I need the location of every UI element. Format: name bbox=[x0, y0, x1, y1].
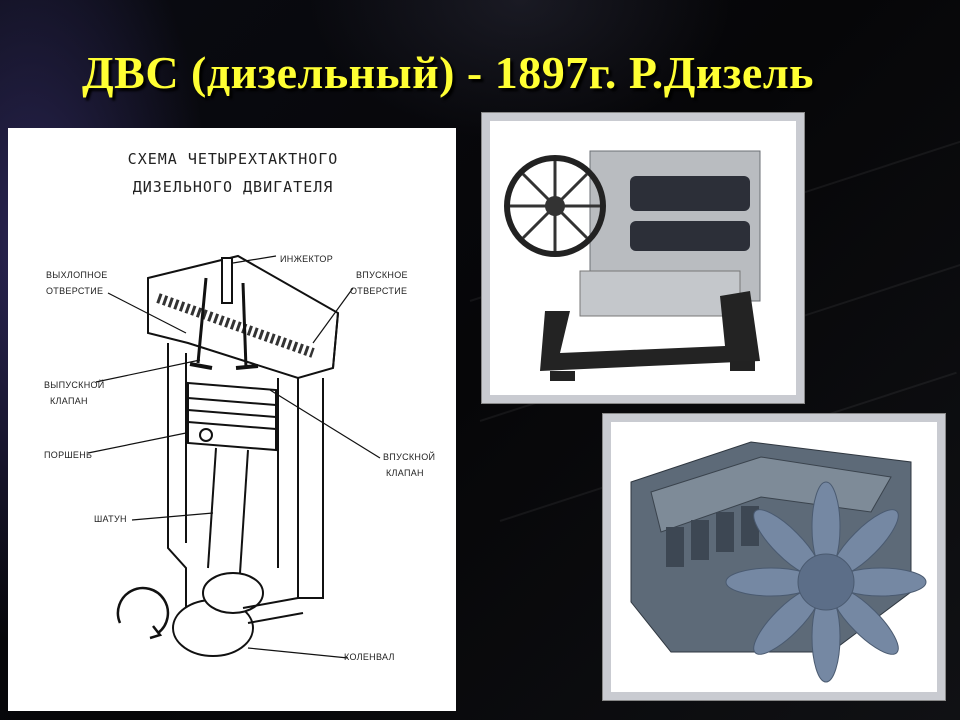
label-piston: ПОРШЕНЬ bbox=[44, 450, 93, 460]
engine-photo-1-frame bbox=[482, 113, 804, 403]
label-intake-valve-line2: КЛАПАН bbox=[386, 468, 424, 478]
label-crankshaft: КОЛЕНВАЛ bbox=[344, 652, 395, 662]
label-exhaust-valve-line2: КЛАПАН bbox=[50, 396, 88, 406]
label-exhaust-port-line2: ОТВЕРСТИЕ bbox=[46, 286, 104, 296]
diagram-heading-line1: СХЕМА ЧЕТЫРЕХТАКТНОГО bbox=[127, 150, 339, 168]
engine-photo-2 bbox=[611, 422, 937, 692]
v8-diesel-engine-image bbox=[504, 150, 761, 381]
engine-photo-2-frame bbox=[603, 414, 945, 700]
label-intake-port-line2: ОТВЕРСТИЕ bbox=[350, 286, 408, 296]
engine-schematic-diagram: СХЕМА ЧЕТЫРЕХТАКТНОГО ДИЗЕЛЬНОГО ДВИГАТЕ… bbox=[8, 128, 456, 711]
slide-title: ДВС (дизельный) - 1897г. Р.Дизель bbox=[82, 47, 814, 98]
label-connecting-rod: ШАТУН bbox=[94, 514, 127, 524]
engine-photo-1 bbox=[490, 121, 796, 395]
label-exhaust-port-line1: ВЫХЛОПНОЕ bbox=[46, 270, 108, 280]
label-exhaust-valve-line1: ВЫПУСКНОЙ bbox=[44, 380, 105, 390]
label-intake-valve-line1: ВПУСКНОЙ bbox=[383, 452, 436, 462]
label-intake-port-line1: ВПУСКНОЕ bbox=[356, 270, 408, 280]
label-injector: ИНЖЕКТОР bbox=[280, 254, 334, 264]
engine-cross-section-drawing bbox=[87, 254, 381, 659]
diagram-heading-line2: ДИЗЕЛЬНОГО ДВИГАТЕЛЯ bbox=[132, 178, 334, 196]
diesel-engine-with-fan-image bbox=[630, 441, 927, 683]
